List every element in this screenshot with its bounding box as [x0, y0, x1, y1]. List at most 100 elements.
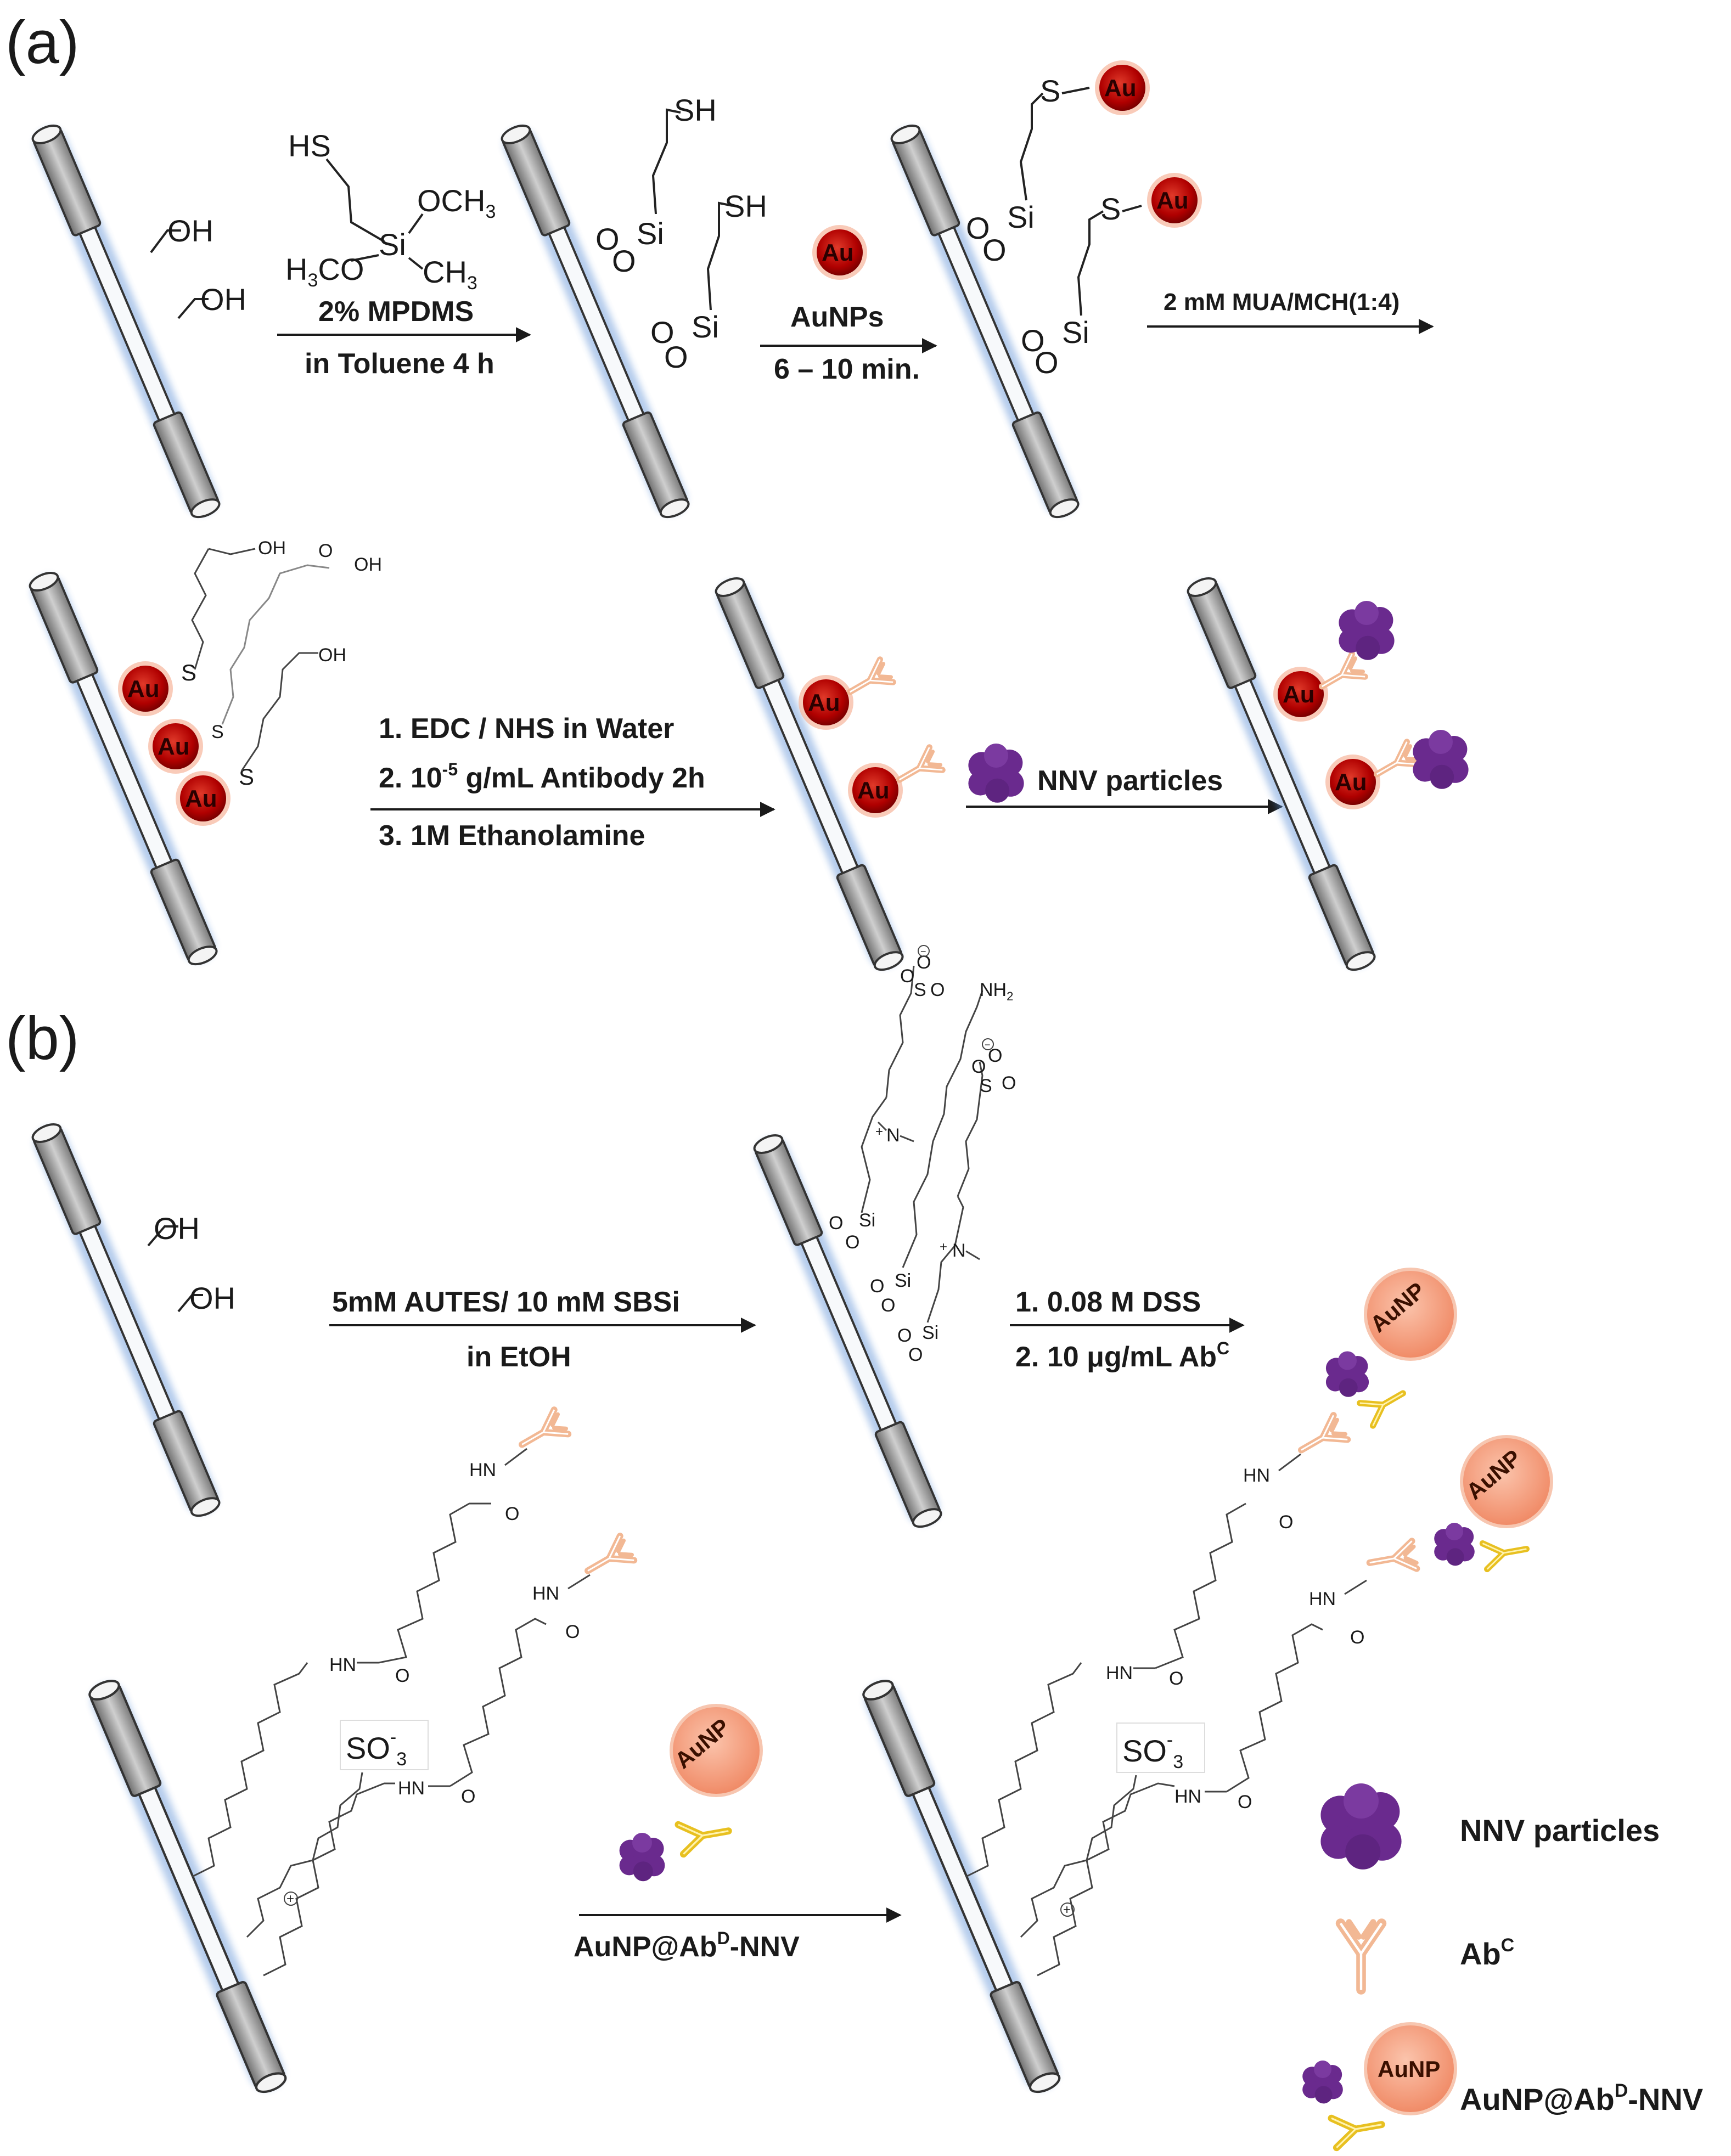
- si-label: Si: [637, 216, 664, 251]
- hn-label: HN: [469, 1460, 496, 1481]
- antibody-on-au: Au Au: [799, 659, 943, 818]
- charge-plus-marker: [1060, 1902, 1075, 1917]
- o-label: O: [505, 1504, 519, 1524]
- au-thiol-layer: Si O O S Au Si O O S Au: [966, 60, 1202, 380]
- captured-virus: Au Au: [1273, 601, 1469, 809]
- step-arrow-edc: 1. EDC / NHS in Water 2. 10-5 g/mL Antib…: [370, 713, 775, 852]
- o-label: O: [595, 222, 620, 256]
- thiol-silane-layer: Si O O SH Si O O SH: [595, 93, 767, 374]
- o-label: O: [612, 244, 636, 278]
- hydroxyl-groups-b: OH OH: [147, 1211, 235, 1315]
- oh-label: OH: [258, 538, 286, 559]
- si-label: Si: [379, 227, 406, 262]
- o-label: O: [870, 1276, 884, 1297]
- minus-sign: −: [920, 946, 926, 957]
- legend-label-nnv: NNV particles: [1460, 1813, 1660, 1848]
- n-label: N: [952, 1240, 966, 1261]
- step-arrow-nnv: NNV particles: [966, 744, 1283, 814]
- hn-label: HN: [1309, 1589, 1336, 1609]
- mpdms-structure: HS Si OCH3 H3CO CH3: [285, 128, 496, 294]
- step-arrow-autes: 5mM AUTES/ 10 mM SBSi in EtOH: [329, 1286, 756, 1373]
- step-label-autes: 5mM AUTES/ 10 mM SBSi: [332, 1286, 680, 1318]
- hydroxyl-groups-a: OH OH: [150, 213, 246, 319]
- legend: NNV particles AbC AuNP AuNP@AbD-NNV: [1302, 1783, 1703, 2148]
- nh2-label: NH2: [980, 980, 1013, 1003]
- charge-minus-marker: [918, 945, 930, 957]
- step-label-abc: 2. 10 μg/mL AbC: [1015, 1338, 1229, 1373]
- s-label: S: [181, 660, 196, 685]
- si-label: Si: [922, 1322, 938, 1343]
- so3-label: SO-3: [346, 1727, 407, 1770]
- o-label: O: [982, 233, 1007, 267]
- fiber-silanized-b: [750, 1131, 945, 1531]
- o-label: O: [930, 980, 945, 1000]
- step-label-edc: 1. EDC / NHS in Water: [379, 713, 674, 745]
- step-label-time: 6 – 10 min.: [774, 353, 920, 385]
- s-label: S: [914, 980, 926, 1000]
- legend-item-conjugate: AuNP AuNP@AbD-NNV: [1302, 2022, 1703, 2148]
- au-label: Au: [1335, 769, 1367, 796]
- o-label: O: [1238, 1792, 1252, 1812]
- o-label: O: [1169, 1668, 1183, 1689]
- step-label-conjugate: AuNP@AbD-NNV: [574, 1928, 800, 1963]
- hn-label: HN: [532, 1583, 559, 1604]
- so3-label: SO-3: [1122, 1730, 1183, 1772]
- plus-label: +: [1063, 1902, 1071, 1917]
- s-label: S: [980, 1076, 992, 1096]
- au-label: Au: [185, 785, 217, 812]
- step-label-ethanolamine: 3. 1M Ethanolamine: [379, 820, 645, 852]
- sh-label: SH: [674, 93, 717, 127]
- sandwich-assay-layer: HN O O HN AuNP SO-3 + HN O O HN AuNP: [965, 1268, 1553, 1977]
- step-label-etoh: in EtOH: [467, 1341, 571, 1373]
- o-label: O: [908, 1344, 923, 1365]
- legend-item-nnv: NNV particles: [1320, 1783, 1660, 1870]
- o-label: O: [900, 966, 914, 987]
- ch3-label: CH3: [423, 255, 477, 294]
- au-label: Au: [857, 777, 890, 804]
- s-label: S: [239, 764, 254, 790]
- hn-label: HN: [1243, 1465, 1270, 1486]
- legend-item-abc: AbC: [1341, 1922, 1514, 1990]
- o-label: O: [966, 211, 990, 245]
- legend-label-abc: AbC: [1460, 1935, 1514, 1971]
- step-label-dss: 1. 0.08 M DSS: [1015, 1286, 1201, 1318]
- fiber-bare-a: [29, 121, 223, 521]
- hn-label: HN: [398, 1778, 425, 1799]
- si-label: Si: [859, 1210, 875, 1231]
- step-arrow-dss: 1. 0.08 M DSS 2. 10 μg/mL AbC: [1010, 1286, 1245, 1373]
- step-arrow-mpdms: 2% MPDMS in Toluene 4 h: [277, 296, 531, 380]
- au-label: Au: [1156, 187, 1189, 214]
- o-label: O: [881, 1295, 895, 1316]
- step-label-mpdms: 2% MPDMS: [318, 296, 474, 328]
- o-label: O: [395, 1665, 409, 1686]
- step-arrow-aunps: AuNPs 6 – 10 min.: [760, 301, 937, 385]
- legend-label-conjugate: AuNP@AbD-NNV: [1460, 2080, 1703, 2116]
- panel-label-a: (a): [5, 9, 79, 76]
- o-label: O: [461, 1786, 475, 1807]
- o-label: O: [318, 541, 333, 561]
- oh-label: OH: [189, 1281, 235, 1315]
- o-label: O: [1035, 345, 1059, 380]
- plus-label: +: [940, 1240, 947, 1254]
- hn-label: HN: [329, 1654, 356, 1675]
- oh-label: OH: [318, 645, 346, 666]
- charge-minus-marker: [982, 1038, 994, 1050]
- so3-label-frame: [340, 1720, 429, 1770]
- h3co-label: H3CO: [285, 252, 364, 291]
- panel-label-b: (b): [5, 1005, 79, 1072]
- abc-functionalized-layer: HN O O HN SO-3 + HN O O HN: [192, 1409, 635, 1977]
- hn-label: HN: [1174, 1786, 1201, 1807]
- aunp-label: AuNP: [1378, 2056, 1440, 2082]
- o-label: O: [971, 1056, 986, 1077]
- au-label: Au: [808, 689, 840, 716]
- mua-mch-monolayer: Au Au Au S OH S O OH S OH: [118, 538, 382, 826]
- o-label: O: [845, 1232, 859, 1253]
- och3-label: OCH3: [417, 183, 496, 222]
- o-label: O: [1350, 1627, 1364, 1648]
- autes-sbsi-layer: Si Si Si O O O O O O N + S O O O − NH2 N…: [829, 945, 1016, 1365]
- o-label: O: [1021, 323, 1045, 358]
- fiber-au-a: [887, 121, 1082, 521]
- step-label-aunps: AuNPs: [790, 301, 884, 333]
